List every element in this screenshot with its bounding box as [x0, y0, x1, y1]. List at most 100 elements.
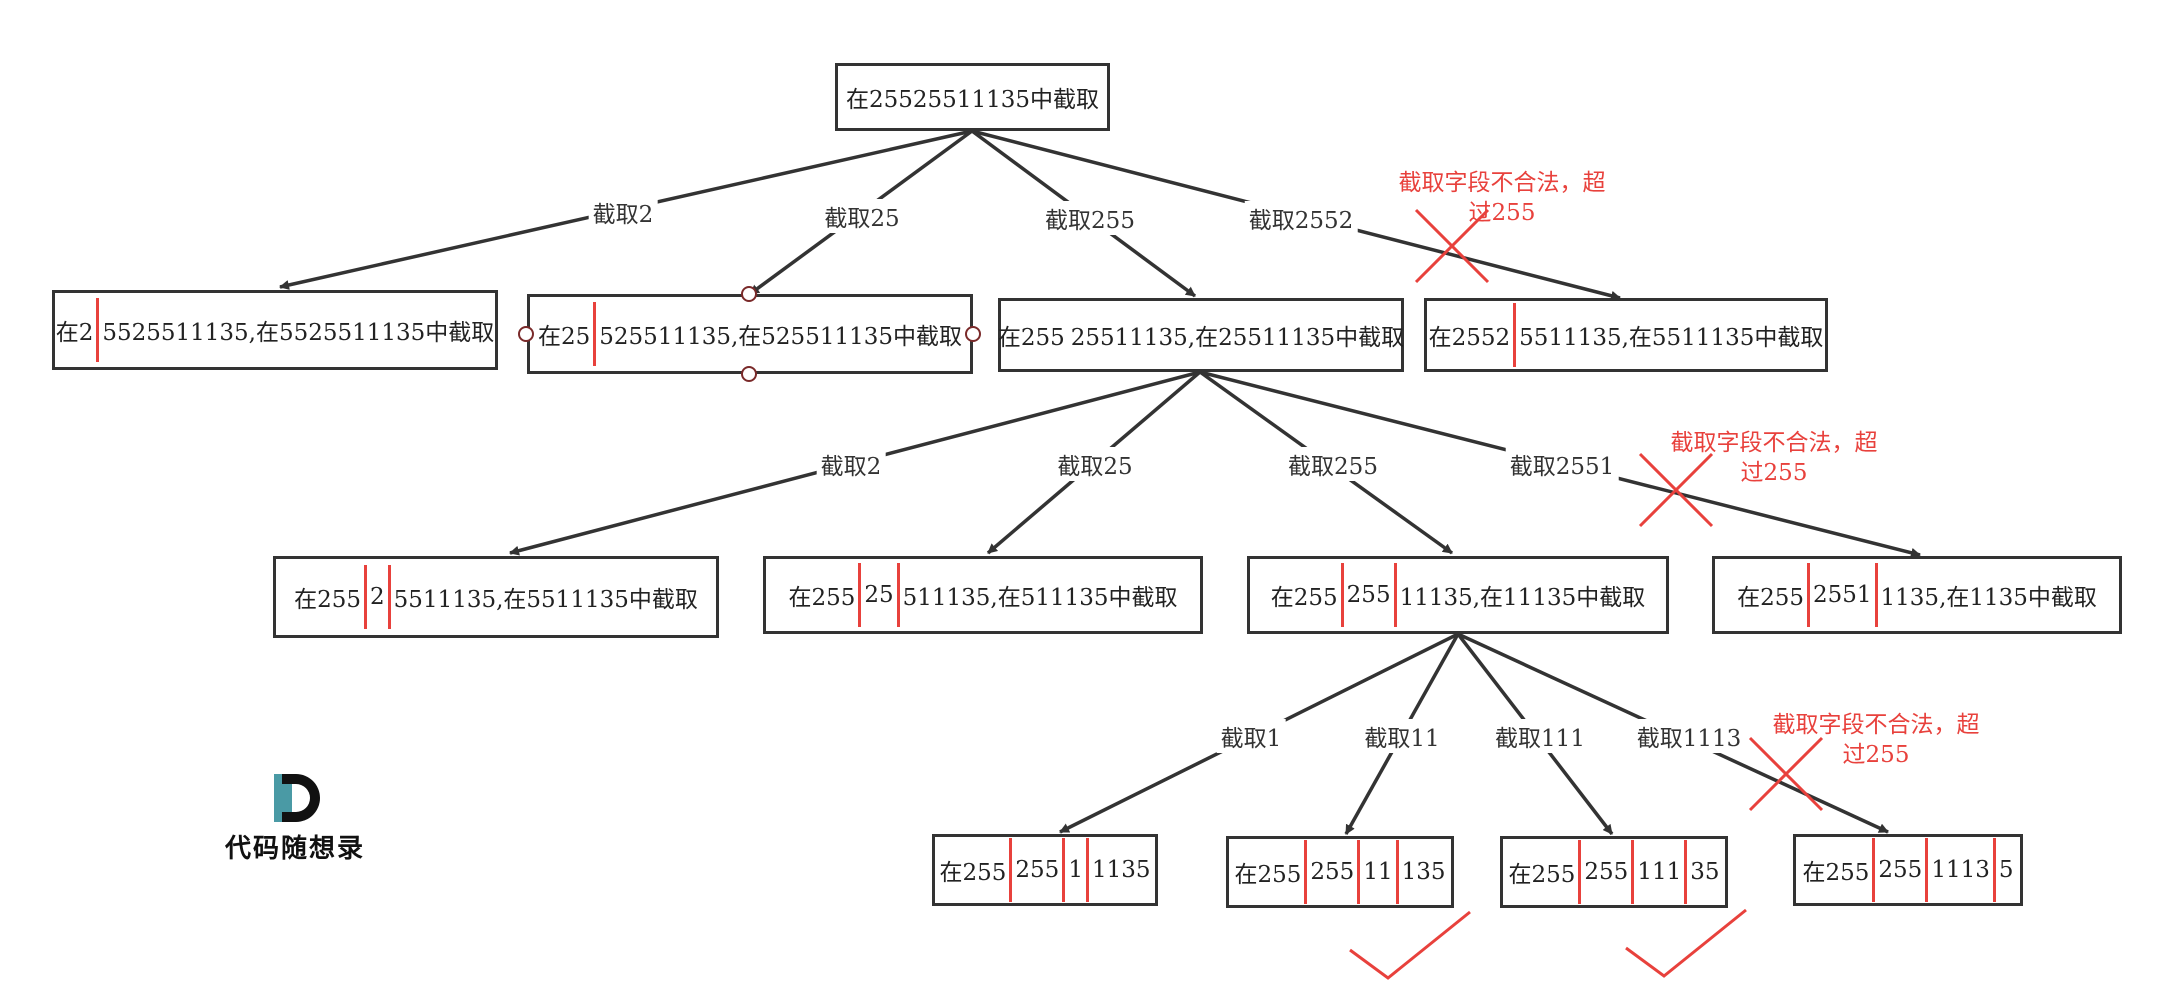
node-text-segment: 25: [864, 582, 894, 608]
node-cut-25[interactable]: 在25 525511135,在525511135中截取: [527, 294, 973, 374]
cut-marker: [1631, 840, 1635, 904]
node-text-segment: 5511135,在5511135中截取: [393, 587, 698, 613]
node-text-segment: 255: [1584, 859, 1629, 885]
node-255-cut-25: 在255 25 511135,在511135中截取: [763, 556, 1203, 634]
invalid-note-line1: 截取字段不合法，超: [1398, 170, 1606, 196]
cross-icon: [1414, 208, 1490, 284]
node-text-segment: 255: [1346, 582, 1391, 608]
node-255-255-cut-1: 在255 255 1 1135: [932, 834, 1158, 906]
invalid-note: 截取字段不合法，超 过255: [1671, 428, 1878, 488]
node-255-cut-255: 在255 255 11135,在11135中截取: [1247, 556, 1669, 634]
cut-marker: [96, 298, 100, 362]
invalid-note-line1: 截取字段不合法，超: [1670, 430, 1878, 456]
edge-label-cut-25: 截取25: [820, 199, 904, 233]
selection-handle-bottom[interactable]: [741, 366, 757, 382]
node-text-segment: 在2552: [1428, 325, 1511, 351]
edge-label-cut-25: 截取25: [1053, 447, 1137, 481]
edge-label-cut-111: 截取111: [1491, 719, 1589, 753]
node-text-segment: 1: [1068, 857, 1083, 883]
node-text-segment: 135: [1401, 859, 1446, 885]
node-text-segment: 111: [1637, 859, 1682, 885]
node-text-segment: 在255: [1508, 862, 1576, 888]
cut-marker: [1925, 838, 1929, 902]
edge-label-cut-1: 截取1: [1216, 719, 1286, 753]
edge-label-cut-2: 截取2: [816, 447, 886, 481]
node-text-segment: 1135,在1135中截取: [1880, 585, 2097, 611]
node-text-segment: 35: [1690, 859, 1720, 885]
cut-marker: [1009, 838, 1013, 902]
invalid-note: 截取字段不合法，超 过255: [1399, 168, 1606, 228]
cut-marker: [1062, 838, 1066, 902]
node-text-segment: 25511135,在25511135中截取: [1070, 325, 1405, 351]
selection-handle-left[interactable]: [518, 326, 534, 342]
node-text-segment: 在255: [997, 325, 1065, 351]
edge-label-cut-2551: 截取2551: [1505, 447, 1619, 481]
edge-label-cut-1113: 截取1113: [1632, 719, 1746, 753]
node-text-segment: 在255: [1802, 860, 1870, 886]
check-icon: [1625, 908, 1747, 978]
cut-marker: [1340, 563, 1344, 627]
cut-marker: [1304, 840, 1308, 904]
edge-label-cut-2: 截取2: [588, 195, 658, 229]
cut-marker: [1992, 838, 1996, 902]
cut-marker: [1085, 838, 1089, 902]
cut-marker: [1395, 840, 1399, 904]
selection-handle-right[interactable]: [965, 326, 981, 342]
node-text-segment: 5525511135,在5525511135中截取: [102, 320, 495, 346]
node-text-segment: 511135,在511135中截取: [902, 585, 1178, 611]
marks-layer: [1349, 208, 1824, 980]
node-255-255-cut-111: 在255 255 111 35: [1500, 836, 1728, 908]
node-text-segment: 在255: [1234, 862, 1302, 888]
invalid-note-line2: 过255: [1468, 200, 1536, 226]
cut-marker: [1357, 840, 1361, 904]
node-255-cut-2551: 在255 2551 1135,在1135中截取: [1712, 556, 2122, 634]
logo: 代码随想录: [210, 770, 380, 870]
root-node-text: 在25525511135中截取: [846, 87, 1099, 113]
cross-icon: [1638, 452, 1714, 528]
cross-icon: [1748, 736, 1824, 812]
node-text-segment: 11: [1363, 859, 1393, 885]
cross-stroke: [1638, 452, 1714, 528]
cut-marker: [593, 302, 597, 366]
node-text-segment: 在255: [788, 585, 856, 611]
node-text-segment: 525511135,在525511135中截取: [599, 324, 962, 350]
cut-marker: [1872, 838, 1876, 902]
cut-marker: [1684, 840, 1688, 904]
invalid-note-line2: 过255: [1842, 742, 1910, 768]
node-cut-2: 在2 5525511135,在5525511135中截取: [52, 290, 498, 370]
selection-handle-top[interactable]: [741, 286, 757, 302]
cut-marker: [858, 563, 862, 627]
node-text-segment: 在255: [1270, 585, 1338, 611]
cross-stroke: [1414, 208, 1490, 284]
edge-label-cut-2552: 截取2552: [1244, 201, 1358, 235]
node-text-segment: 255: [1310, 859, 1355, 885]
root-node: 在25525511135中截取: [835, 63, 1110, 131]
cut-marker: [387, 565, 391, 629]
node-text-segment: 255: [1878, 857, 1923, 883]
edge-label-cut-255: 截取255: [1041, 201, 1139, 235]
node-text-segment: 在255: [294, 587, 362, 613]
node-text-segment: 5: [1998, 857, 2014, 883]
node-cut-2552: 在2552 5511135,在5511135中截取: [1424, 298, 1828, 372]
node-255-255-cut-11: 在255 255 11 135: [1226, 836, 1454, 908]
invalid-note-line2: 过255: [1740, 460, 1808, 486]
cross-stroke: [1748, 736, 1824, 812]
node-text-segment: 在25: [538, 324, 591, 350]
node-text-segment: 在2: [55, 320, 94, 346]
node-text-segment: 1135: [1091, 857, 1151, 883]
node-text-segment: 5511135,在5511135中截取: [1519, 325, 1824, 351]
logo-d-icon: [274, 774, 320, 822]
node-text-segment: 在255: [939, 860, 1007, 886]
cut-marker: [1874, 563, 1878, 627]
cut-marker: [1806, 563, 1810, 627]
invalid-note: 截取字段不合法，超 过255: [1773, 710, 1980, 770]
cut-marker: [364, 565, 368, 629]
node-text-segment: 11135,在11135中截取: [1399, 585, 1646, 611]
node-text-segment: 2551: [1812, 582, 1872, 608]
node-text-segment: 在255: [1737, 585, 1804, 611]
cut-marker: [896, 563, 900, 627]
edge-label-cut-255: 截取255: [1284, 447, 1382, 481]
node-text-segment: 255: [1015, 857, 1060, 883]
